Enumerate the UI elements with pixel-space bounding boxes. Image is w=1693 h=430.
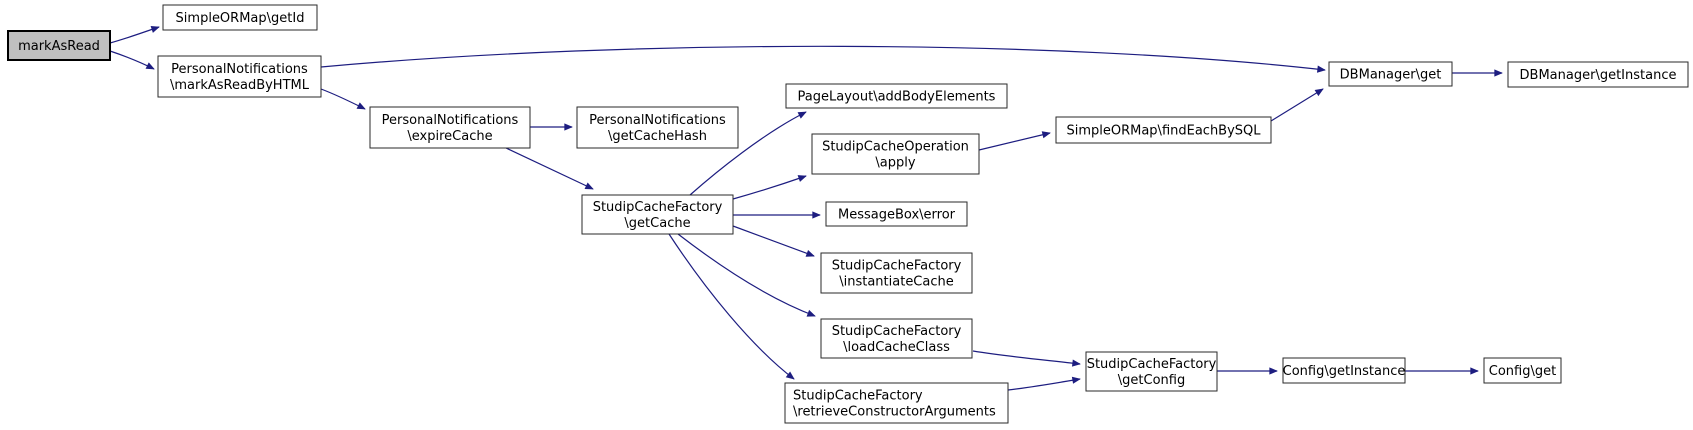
- node-label-studipcachefactory-retrieveconstructorarguments-line1: StudipCacheFactory: [793, 389, 923, 404]
- node-label-config-getinstance-line1: Config\getInstance: [1283, 364, 1406, 379]
- node-label-simpleormap-getid-line1: SimpleORMap\getId: [176, 11, 305, 26]
- graph-node-simpleormap-findeachbysql[interactable]: SimpleORMap\findEachBySQL: [1055, 116, 1272, 144]
- graph-node-studipcacheoperation-apply[interactable]: StudipCacheOperation\apply: [811, 133, 980, 175]
- node-label-studipcachefactory-instantiatecache-line2: \instantiateCache: [839, 275, 954, 290]
- node-box-mark-as-read: [7, 30, 111, 61]
- graph-node-personalnotifications-expirecache[interactable]: PersonalNotifications\expireCache: [369, 106, 531, 149]
- node-label-personalnotifications-getcachehash-line2: \getCacheHash: [608, 129, 707, 144]
- node-box-studipcachefactory-retrieveconstructorarguments[interactable]: [784, 382, 1009, 424]
- node-box-personalnotifications-markasreadbyhtml[interactable]: [157, 55, 322, 98]
- edge-mark-as-read--personalnotifications-markasreadbyhtml: [109, 50, 155, 70]
- edge-studipcachefactory-getcache--pagelayout-addbodyelements: [689, 111, 807, 196]
- graph-node-dbmanager-get[interactable]: DBManager\get: [1328, 61, 1453, 87]
- graph-node-pagelayout-addbodyelements[interactable]: PageLayout\addBodyElements: [785, 83, 1008, 109]
- node-label-studipcachefactory-getcache-line1: StudipCacheFactory: [593, 200, 723, 215]
- node-label-personalnotifications-expirecache-line2: \expireCache: [407, 129, 492, 144]
- graph-node-personalnotifications-markasreadbyhtml[interactable]: PersonalNotifications\markAsReadByHTML: [157, 55, 322, 98]
- node-box-dbmanager-get[interactable]: [1328, 61, 1453, 87]
- node-label-studipcacheoperation-apply-line2: \apply: [875, 156, 915, 171]
- node-label-messagebox-error-line1: MessageBox\error: [838, 208, 956, 223]
- node-box-studipcachefactory-getconfig[interactable]: [1085, 351, 1218, 392]
- node-label-studipcachefactory-loadcacheclass-line2: \loadCacheClass: [843, 340, 950, 355]
- graph-node-studipcachefactory-loadcacheclass[interactable]: StudipCacheFactory\loadCacheClass: [820, 318, 973, 359]
- node-label-studipcachefactory-loadcacheclass-line1: StudipCacheFactory: [832, 324, 962, 339]
- node-label-studipcacheoperation-apply-line1: StudipCacheOperation: [822, 140, 969, 155]
- edges-layer: [109, 26, 1503, 391]
- graph-node-messagebox-error[interactable]: MessageBox\error: [825, 201, 968, 227]
- node-label-studipcachefactory-getconfig-line1: StudipCacheFactory: [1087, 357, 1217, 372]
- graph-node-studipcachefactory-getcache[interactable]: StudipCacheFactory\getCache: [581, 194, 734, 235]
- node-label-dbmanager-get-line1: DBManager\get: [1340, 68, 1442, 83]
- edge-studipcachefactory-loadcacheclass--studipcachefactory-getconfig: [972, 350, 1081, 367]
- node-label-studipcachefactory-instantiatecache-line1: StudipCacheFactory: [832, 259, 962, 274]
- node-label-studipcachefactory-retrieveconstructorarguments-line2: \retrieveConstructorArguments: [793, 405, 996, 420]
- node-label-simpleormap-findeachbysql-line1: SimpleORMap\findEachBySQL: [1066, 124, 1261, 139]
- edge-personalnotifications-expirecache--studipcachefactory-getcache: [505, 147, 594, 190]
- node-box-studipcacheoperation-apply[interactable]: [811, 133, 980, 175]
- node-label-personalnotifications-markasreadbyhtml-line2: \markAsReadByHTML: [170, 78, 310, 93]
- node-label-personalnotifications-expirecache-line1: PersonalNotifications: [382, 113, 519, 128]
- graph-node-simpleormap-getid[interactable]: SimpleORMap\getId: [162, 4, 318, 31]
- node-box-studipcachefactory-getcache[interactable]: [581, 194, 734, 235]
- edge-studipcachefactory-getcache--studipcachefactory-retrieveconstructorarguments: [668, 233, 795, 380]
- graph-node-config-get[interactable]: Config\get: [1483, 357, 1562, 384]
- node-box-personalnotifications-getcachehash[interactable]: [576, 106, 739, 149]
- graph-node-dbmanager-getinstance[interactable]: DBManager\getInstance: [1507, 61, 1689, 88]
- edge-personalnotifications-markasreadbyhtml--personalnotifications-expirecache: [320, 88, 366, 110]
- node-label-studipcachefactory-getcache-line2: \getCache: [624, 216, 690, 231]
- node-label-dbmanager-getinstance-line1: DBManager\getInstance: [1520, 68, 1677, 83]
- node-label-pagelayout-addbodyelements-line1: PageLayout\addBodyElements: [798, 90, 996, 105]
- edge-personalnotifications-markasreadbyhtml--dbmanager-get: [320, 45, 1326, 73]
- node-box-config-getinstance[interactable]: [1282, 357, 1406, 384]
- node-label-personalnotifications-getcachehash-line1: PersonalNotifications: [589, 113, 726, 128]
- node-label-studipcachefactory-getconfig-line2: \getConfig: [1118, 373, 1185, 388]
- graph-node-studipcachefactory-retrieveconstructorarguments[interactable]: StudipCacheFactory\retrieveConstructorAr…: [784, 382, 1009, 424]
- node-label-config-get-line1: Config\get: [1489, 364, 1556, 379]
- nodes-layer: markAsRead SimpleORMap\getIdPersonalNotif…: [7, 4, 1689, 424]
- graph-node-config-getinstance[interactable]: Config\getInstance: [1282, 357, 1406, 384]
- edge-studipcacheoperation-apply--simpleormap-findeachbysql: [978, 131, 1051, 151]
- node-box-studipcachefactory-instantiatecache[interactable]: [820, 252, 973, 294]
- node-box-simpleormap-findeachbysql[interactable]: [1055, 116, 1272, 144]
- node-box-pagelayout-addbodyelements[interactable]: [785, 83, 1008, 109]
- edge-studipcachefactory-getcache--studipcachefactory-loadcacheclass: [677, 233, 816, 317]
- edge-studipcachefactory-getcache--studipcachefactory-instantiatecache: [732, 225, 815, 257]
- node-box-config-get[interactable]: [1483, 357, 1562, 384]
- node-box-dbmanager-getinstance[interactable]: [1507, 61, 1689, 88]
- graph-node-studipcachefactory-instantiatecache[interactable]: StudipCacheFactory\instantiateCache: [820, 252, 973, 294]
- node-box-personalnotifications-expirecache[interactable]: [369, 106, 531, 149]
- graph-node-personalnotifications-getcachehash[interactable]: PersonalNotifications\getCacheHash: [576, 106, 739, 149]
- edge-mark-as-read--simpleormap-getid: [109, 26, 160, 44]
- edge-simpleormap-findeachbysql--dbmanager-get: [1270, 88, 1324, 122]
- graph-node-studipcachefactory-getconfig[interactable]: StudipCacheFactory\getConfig: [1085, 351, 1218, 392]
- node-label-mark-as-read-line1: markAsRead: [18, 39, 100, 54]
- node-box-studipcachefactory-loadcacheclass[interactable]: [820, 318, 973, 359]
- node-box-messagebox-error[interactable]: [825, 201, 968, 227]
- edge-studipcachefactory-getcache--studipcacheoperation-apply: [732, 175, 807, 200]
- node-label-personalnotifications-markasreadbyhtml-line1: PersonalNotifications: [171, 62, 308, 77]
- edge-studipcachefactory-retrieveconstructorarguments--studipcachefactory-getconfig: [1007, 376, 1081, 391]
- node-box-simpleormap-getid[interactable]: [162, 4, 318, 31]
- graph-node-mark-as-read: markAsRead: [7, 30, 111, 61]
